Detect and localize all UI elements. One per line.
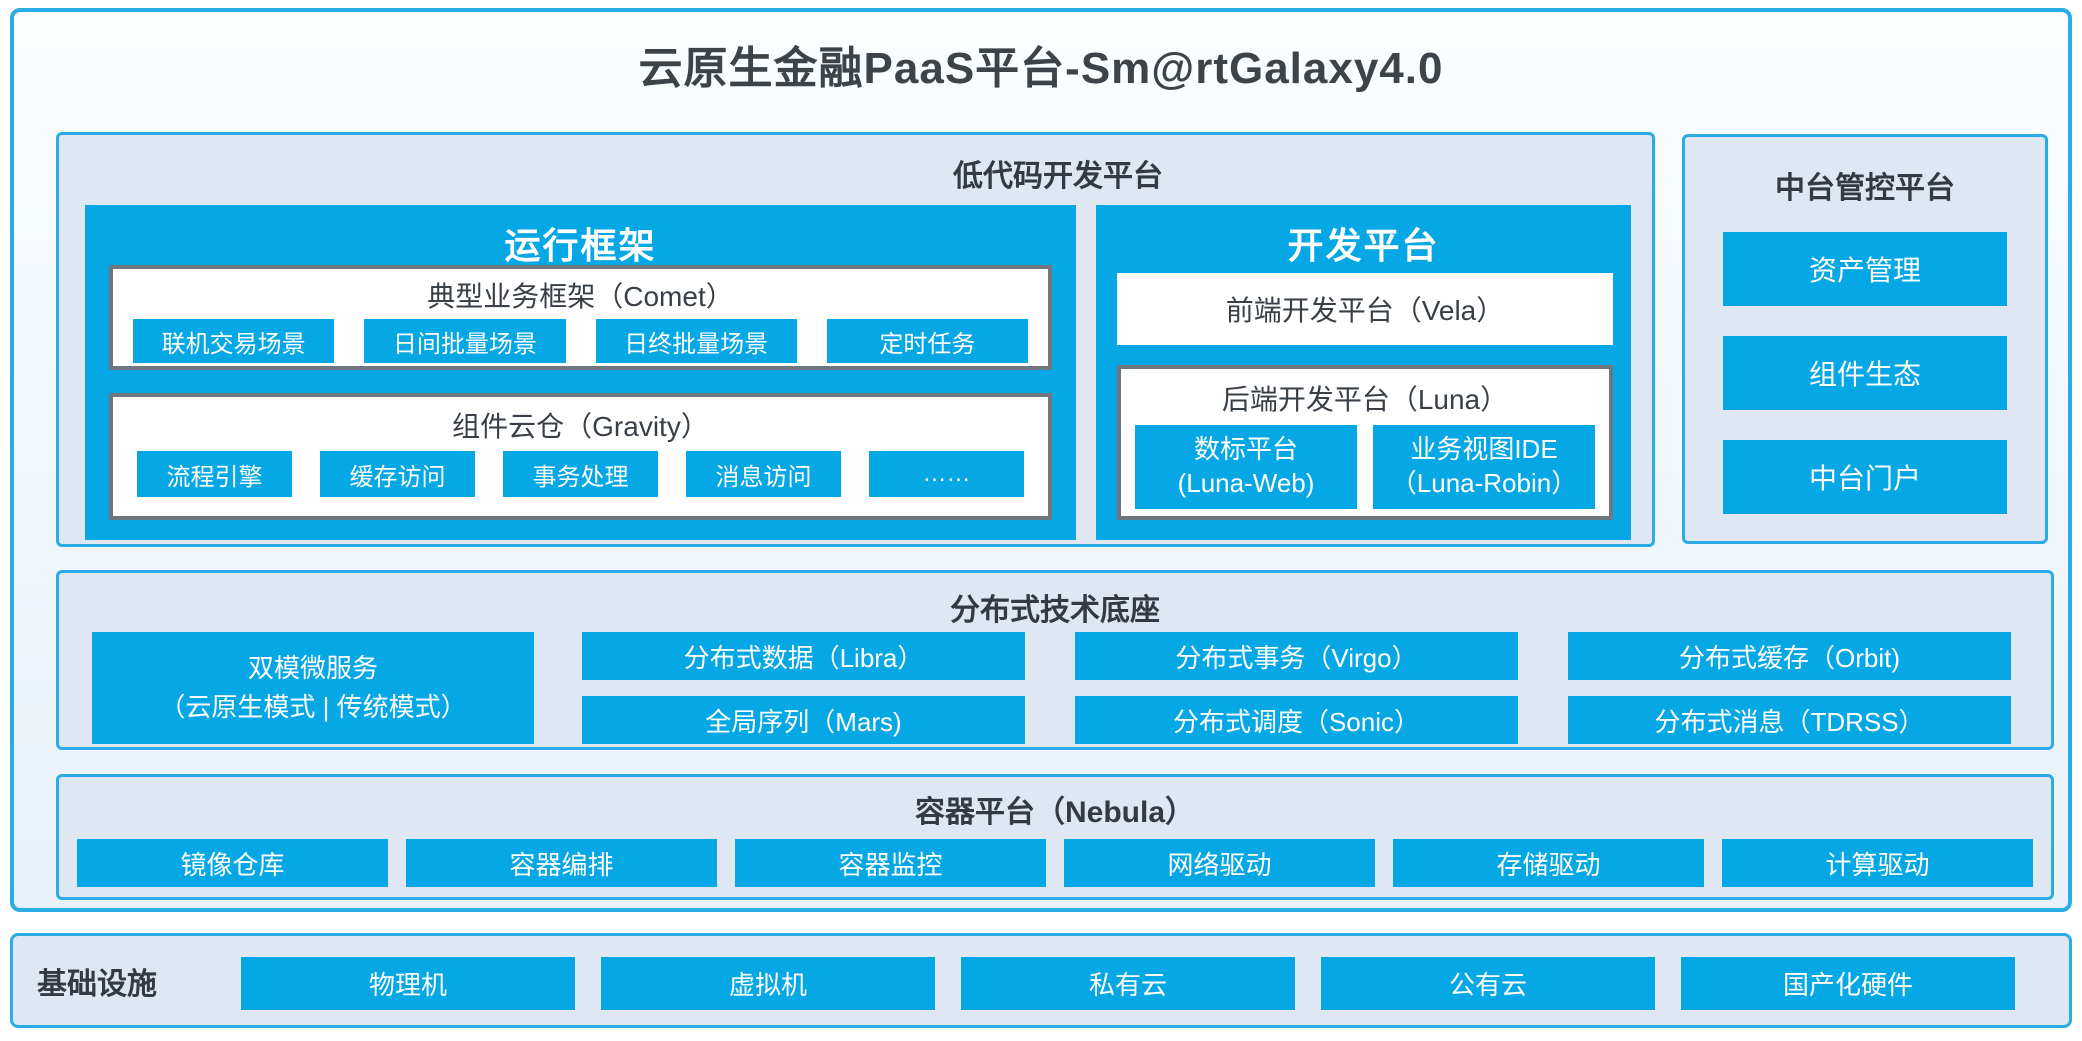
diagram-node: 事务处理 (503, 451, 658, 497)
diagram-node: 业务视图IDE （Luna-Robin） (1373, 425, 1595, 509)
diagram-node: 资产管理 (1723, 232, 2007, 306)
diagram-node: 存储驱动 (1393, 839, 1704, 887)
lowcode-panel-title: 低代码开发平台 (953, 160, 1163, 193)
container-platform-items: 镜像仓库 容器编排 容器监控 网络驱动 存储驱动 计算驱动 (77, 839, 2033, 887)
diagram-node: 虚拟机 (601, 957, 935, 1010)
diagram-node: 公有云 (1321, 957, 1655, 1010)
diagram-node: 分布式调度（Sonic） (1075, 696, 1518, 744)
diagram-node: 物理机 (241, 957, 575, 1010)
diagram-node: 镜像仓库 (77, 839, 388, 887)
runtime-framework-title: 运行框架 (504, 225, 657, 266)
dev-platform-block: 开发平台 前端开发平台（Vela） 后端开发平台（Luna） 数标平台 (Lun… (1096, 205, 1631, 540)
runtime-framework-block: 运行框架 典型业务框架（Comet） 联机交易场景 日间批量场景 日终批量场景 … (85, 205, 1076, 540)
diagram-node: 定时任务 (826, 319, 1028, 363)
diagram-node: 私有云 (961, 957, 1295, 1010)
diagram-node: 分布式缓存（Orbit) (1568, 632, 2011, 680)
luna-chip-line2: (Luna-Web) (1177, 468, 1315, 498)
infrastructure-items: 物理机 虚拟机 私有云 公有云 国产化硬件 (241, 957, 2015, 1010)
diagram-node: …… (869, 451, 1024, 497)
distributed-content: 双模微服务 （云原生模式 | 传统模式） 分布式数据（Libra） 分布式事务（… (92, 632, 2011, 744)
diagram-node: 网络驱动 (1064, 839, 1375, 887)
diagram-node: 流程引擎 (137, 451, 292, 497)
diagram-node: 组件生态 (1723, 336, 2007, 410)
dual-mode-microservice-box: 双模微服务 （云原生模式 | 传统模式） (92, 632, 534, 744)
midplatform-title: 中台管控平台 (1775, 172, 1955, 205)
diagram-node: 日终批量场景 (595, 319, 797, 363)
distributed-grid: 分布式数据（Libra） 分布式事务（Virgo） 分布式缓存（Orbit) 全… (582, 632, 2011, 744)
diagram-node: 国产化硬件 (1681, 957, 2015, 1010)
diagram-node: 分布式消息（TDRSS） (1568, 696, 2011, 744)
infrastructure-panel: 基础设施 物理机 虚拟机 私有云 公有云 国产化硬件 (10, 933, 2072, 1028)
luna-chip-line1: 业务视图IDE (1410, 434, 1558, 465)
diagram-node: 计算驱动 (1722, 839, 2033, 887)
luna-chip-line2: （Luna-Robin） (1390, 468, 1578, 498)
luna-title: 后端开发平台（Luna） (1221, 384, 1509, 415)
distributed-base-title: 分布式技术底座 (950, 594, 1160, 627)
diagram-node: 联机交易场景 (133, 319, 335, 363)
midplatform-items: 资产管理 组件生态 中台门户 (1685, 232, 2045, 514)
diagram-node: 容器编排 (406, 839, 717, 887)
luna-chip-line1: 数标平台 (1193, 434, 1298, 465)
comet-title: 典型业务框架（Comet） (427, 281, 734, 312)
dual-mode-line2: （云原生模式 | 传统模式） (159, 692, 467, 722)
container-platform-panel: 容器平台（Nebula） 镜像仓库 容器编排 容器监控 网络驱动 存储驱动 计算… (56, 774, 2054, 900)
luna-chip-row: 数标平台 (Luna-Web) 业务视图IDE （Luna-Robin） (1135, 425, 1595, 509)
midplatform-panel: 中台管控平台 资产管理 组件生态 中台门户 (1682, 134, 2048, 544)
diagram-node: 分布式事务（Virgo） (1075, 632, 1518, 680)
platform-container: 云原生金融PaaS平台-Sm@rtGalaxy4.0 低代码开发平台 运行框架 … (10, 8, 2072, 912)
luna-backend-box: 后端开发平台（Luna） 数标平台 (Luna-Web) 业务视图IDE （Lu… (1117, 365, 1613, 520)
page-title: 云原生金融PaaS平台-Sm@rtGalaxy4.0 (638, 44, 1444, 93)
container-platform-title: 容器平台（Nebula） (914, 796, 1196, 829)
gravity-cloud-box: 组件云仓（Gravity） 流程引擎 缓存访问 事务处理 消息访问 …… (109, 393, 1052, 520)
dev-platform-title: 开发平台 (1287, 225, 1440, 266)
gravity-title: 组件云仓（Gravity） (452, 411, 709, 442)
diagram-node: 数标平台 (Luna-Web) (1135, 425, 1357, 509)
diagram-node: 中台门户 (1723, 440, 2007, 514)
diagram-node: 容器监控 (735, 839, 1046, 887)
diagram-node: 全局序列（Mars) (582, 696, 1025, 744)
diagram-node: 缓存访问 (320, 451, 475, 497)
distributed-base-panel: 分布式技术底座 双模微服务 （云原生模式 | 传统模式） 分布式数据（Libra… (56, 570, 2054, 750)
vela-frontend-box: 前端开发平台（Vela） (1117, 273, 1613, 345)
infrastructure-title: 基础设施 (37, 967, 157, 1001)
diagram-node: 分布式数据（Libra） (582, 632, 1025, 680)
diagram-node: 消息访问 (686, 451, 841, 497)
diagram-node: 日间批量场景 (364, 319, 566, 363)
gravity-chip-row: 流程引擎 缓存访问 事务处理 消息访问 …… (137, 451, 1024, 497)
dual-mode-line1: 双模微服务 (247, 653, 378, 683)
lowcode-platform-panel: 低代码开发平台 运行框架 典型业务框架（Comet） 联机交易场景 日间批量场景… (56, 132, 1655, 547)
comet-framework-box: 典型业务框架（Comet） 联机交易场景 日间批量场景 日终批量场景 定时任务 (109, 265, 1052, 370)
comet-chip-row: 联机交易场景 日间批量场景 日终批量场景 定时任务 (133, 319, 1028, 363)
